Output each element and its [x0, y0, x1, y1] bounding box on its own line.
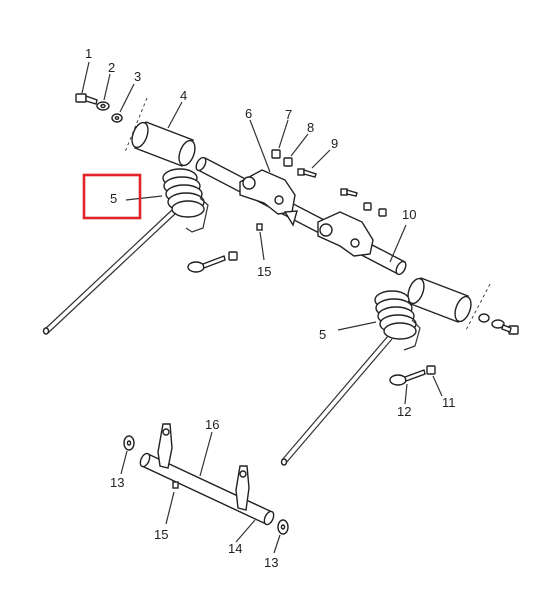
- callout-7: 7: [285, 107, 292, 122]
- callout-16: 16: [205, 417, 219, 432]
- nut-11: [426, 365, 443, 397]
- spring-5-upper: [42, 168, 209, 335]
- callout-5-upper: 5: [110, 191, 117, 206]
- callout-13-left: 13: [110, 475, 124, 490]
- callout-12: 12: [397, 404, 411, 419]
- bracket-6-left: [239, 119, 298, 227]
- bolt-9: [297, 149, 331, 178]
- lower-shaft-16: [139, 423, 275, 526]
- callout-15-upper: 15: [257, 264, 271, 279]
- callout-5-lower: 5: [319, 327, 326, 342]
- axis-line-right: [465, 283, 491, 331]
- washer-13-left: [120, 435, 135, 475]
- callout-1: 1: [85, 46, 92, 61]
- grease-fitting-15-upper: [256, 223, 265, 261]
- bolt-1: [75, 61, 98, 105]
- bushing-4: [131, 101, 196, 167]
- washer-2: [96, 73, 111, 111]
- axis-line-upper-left: [124, 97, 148, 153]
- callout-15-lower: 15: [154, 527, 168, 542]
- bracket-6-right: [317, 211, 374, 257]
- nut-8: [283, 133, 309, 167]
- callout-11: 11: [442, 395, 456, 410]
- eye-bolt-12: [389, 369, 426, 405]
- bushing-right: [407, 277, 472, 323]
- washer-13-right: [273, 519, 289, 554]
- nut-7: [271, 119, 289, 159]
- spring-5-lower: [280, 290, 421, 466]
- callout-8: 8: [307, 120, 314, 135]
- callout-2: 2: [108, 60, 115, 75]
- hardware-right: [478, 313, 519, 335]
- callout-13-right: 13: [264, 555, 278, 570]
- callout-14: 14: [228, 541, 242, 556]
- callout-3: 3: [134, 69, 141, 84]
- callout-10: 10: [402, 207, 416, 222]
- washer-3: [111, 83, 135, 123]
- pin-14: [235, 519, 256, 543]
- grease-fitting-15-lower: [165, 481, 179, 525]
- callout-6: 6: [245, 106, 252, 121]
- highlight-box: [82, 173, 142, 220]
- callout-4: 4: [180, 88, 187, 103]
- callout-9: 9: [331, 136, 338, 151]
- eye-bolt-upper: [187, 251, 238, 273]
- hardware-cluster-right: [340, 188, 387, 217]
